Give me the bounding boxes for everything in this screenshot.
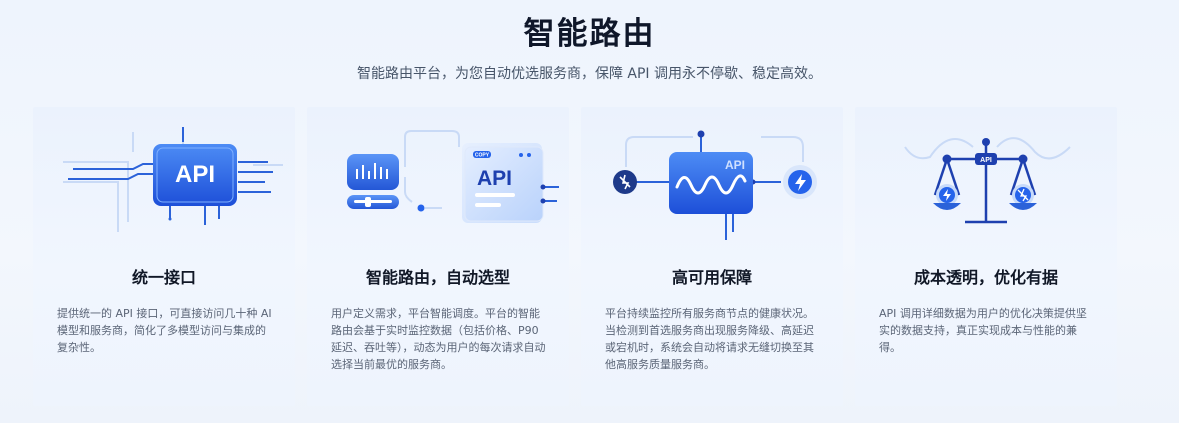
feature-card-description: 提供统一的 API 接口，可直接访问几十种 AI 模型和服务商，简化了多模型访问… [57,307,272,354]
feature-card-high-availability: API 高可用保障 平台持续监控所有服务商节点的健康状况。当检测到首选服务商出现… [581,107,843,406]
dashboard-icon: COPY API [347,130,559,223]
page-title: 智能路由 [523,16,656,52]
scale-label: API [980,157,992,164]
feature-card-description: 用户定义需求，平台智能调度。平台的智能路由会基于实时监控数据（包括价格、P90 … [331,307,546,371]
window-label: API [477,167,512,190]
feature-card-unified-api: API 统一接口 提供统一的 API 接口，可直接访问几十种 AI 模型和服务商… [33,107,295,406]
feature-card-title: 成本透明，优化有据 [913,268,1058,287]
copy-badge: COPY [475,153,490,159]
lightning-icon [795,174,806,191]
no-signal-icon [619,174,631,190]
wave-monitor-icon: API [613,130,817,240]
feature-card-description: 平台持续监控所有服务商节点的健康状况。当检测到首选服务商出现服务降级、高延迟或宕… [605,307,814,371]
feature-card-smart-routing: COPY API 智能路由，自动选型 用户定义需求，平台智能调度。平台的智能路由… [307,107,569,406]
balance-scale-icon: API [904,137,1071,224]
feature-card-title: 高可用保障 [671,268,752,287]
feature-card-title: 统一接口 [131,268,196,287]
chip-icon: API [63,127,283,232]
page-subtitle: 智能路由平台，为您自动优选服务商，保障 API 调用永不停歇、稳定高效。 [356,66,823,82]
feature-card-cost-transparency: API 成本透明，优化有据 API 调用详细数据为用户的优化决策提供坚实的数据支… [855,107,1117,406]
feature-card-description: API 调用详细数据为用户的优化决策提供坚实的数据支持，真正实现成本与性能的兼得… [879,307,1087,354]
chip-label: API [175,161,215,188]
monitor-label: API [725,158,745,172]
feature-card-title: 智能路由，自动选型 [365,268,510,287]
